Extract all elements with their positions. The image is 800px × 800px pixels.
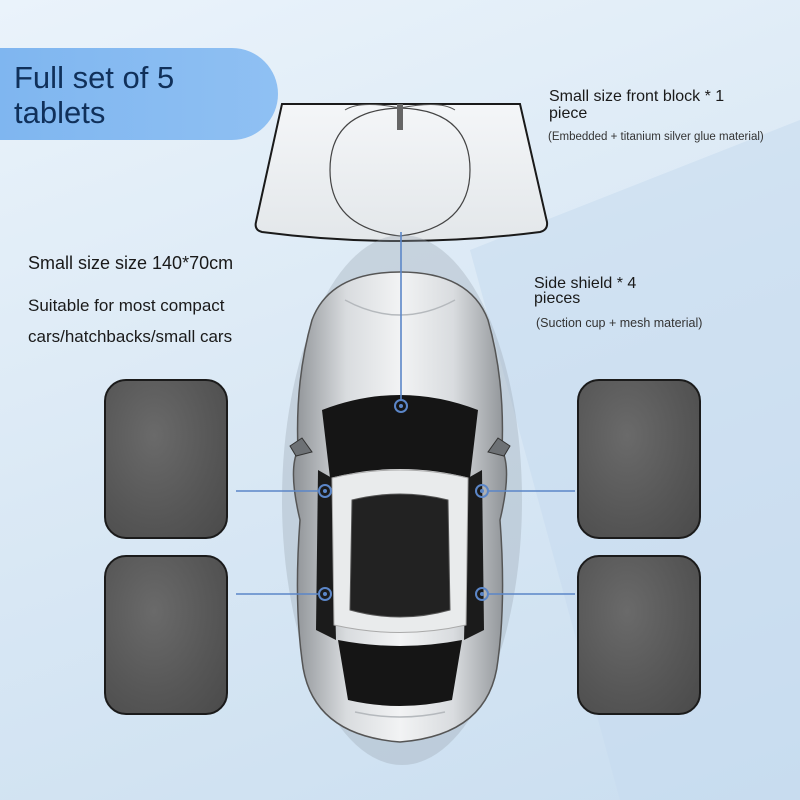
title-banner bbox=[0, 48, 278, 140]
front-block-label: Small size front block * 1 piece bbox=[549, 88, 725, 122]
callout-markers bbox=[318, 399, 489, 601]
car-top-view bbox=[282, 235, 522, 765]
front-sunshade bbox=[254, 103, 549, 242]
side-shield-panel-rear-right bbox=[577, 555, 701, 715]
compatibility-label: Suitable for most compact cars/hatchback… bbox=[28, 296, 233, 346]
banner-title: Full set of 5 tablets bbox=[14, 60, 175, 130]
side-shield-panel-front-right bbox=[577, 379, 701, 539]
callout-lines bbox=[236, 232, 575, 595]
size-label: Small size size 140*70cm bbox=[28, 253, 234, 273]
front-block-material: (Embedded + titanium silver glue materia… bbox=[548, 131, 764, 143]
side-shield-label: Side shield * 4 pieces bbox=[534, 275, 637, 307]
side-shield-panel-front-left bbox=[104, 379, 228, 539]
side-shield-panel-rear-left bbox=[104, 555, 228, 715]
side-shield-material: (Suction cup + mesh material) bbox=[536, 316, 703, 330]
